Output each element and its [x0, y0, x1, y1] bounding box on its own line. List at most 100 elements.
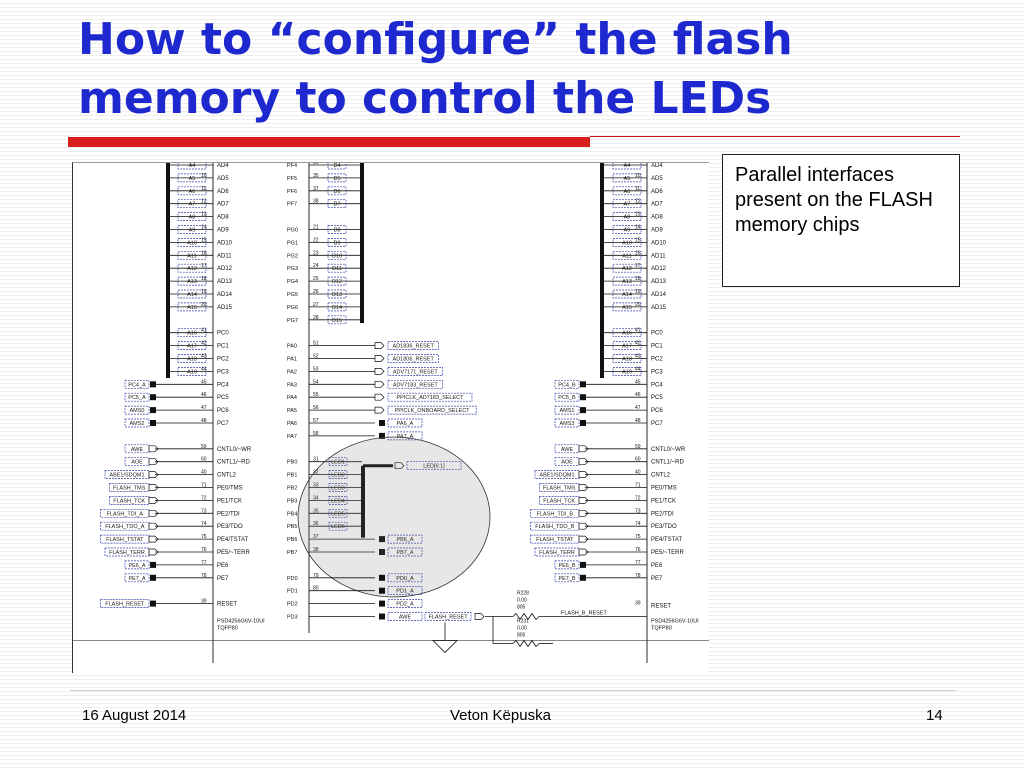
left-conn-arrow [148, 497, 159, 504]
mid-pin-name: PA4 [287, 395, 297, 401]
left-pin-num: 39 [201, 599, 207, 605]
mid-pin-name: PG3 [287, 266, 298, 272]
right-pin-name: AD7 [651, 202, 663, 208]
mid-pin-num: 23 [313, 250, 319, 256]
left-conn-square [150, 561, 156, 568]
left-pin-name: AD10 [217, 240, 233, 246]
left-pin-name: PE5/~TERR [217, 550, 251, 556]
mid-pin-num: 54 [313, 379, 319, 385]
left-net-A18: A18 [187, 357, 197, 363]
pa-net-AD1836_RESET-box [387, 341, 439, 350]
left-pin-num: 45 [201, 379, 207, 385]
pb-conn-square [379, 549, 385, 555]
left-net-FLASH_TERR: FLASH_TERR [109, 550, 145, 556]
left-conn-square [150, 407, 156, 414]
pd-net-PD0_A: PD0_A [396, 576, 414, 582]
right-pin-num: 20 [635, 302, 641, 308]
r228-value: 0.00 [517, 598, 527, 604]
right-pin-name: PE7 [651, 576, 663, 582]
pa-net-ADV7171_RESET-box [387, 367, 443, 376]
mid-net-D14-box [327, 302, 347, 312]
left-conn-arrow [148, 471, 159, 478]
right-pin-name: PE0/TMS [651, 486, 677, 492]
left-pin-num: 16 [201, 250, 207, 256]
left-pin-num: 46 [201, 392, 207, 398]
pd-net-PD1_A: PD1_A [396, 589, 414, 595]
right-net-AMS1: AMS1 [560, 408, 575, 414]
pb-net-LED4: LED4 [331, 498, 345, 504]
right-pin-num: 11 [635, 186, 640, 192]
pb-net-PB6_A: PB6_A [396, 537, 413, 543]
right-pin-num: 19 [635, 289, 641, 295]
left-pin-name: CNTL2 [217, 473, 237, 479]
left-conn-square [150, 574, 156, 581]
pa-net-PA7_A: PA7_A [397, 434, 414, 440]
left-pin-num: 11 [201, 186, 206, 192]
mid-pin-name: PG0 [287, 228, 298, 234]
right-net-FLASH_TSTAT: FLASH_TSTAT [536, 537, 574, 543]
left-pin-name: PE6 [217, 563, 229, 569]
left-pin-name: PE7 [217, 576, 229, 582]
right-net-A19: A19 [622, 369, 632, 375]
left-conn-arrow [148, 509, 159, 517]
right-net-PE6_B: PE6_B [558, 563, 575, 569]
left-net-ABE1/SDQM1: ABE1/SDQM1 [109, 473, 144, 479]
mid-net-D13-box [327, 289, 347, 299]
mid-pin-num: 57 [313, 418, 319, 424]
right-pin-num: 16 [635, 250, 641, 256]
mid-pin-name: PB7 [287, 550, 297, 556]
mid-net-D8: D8 [333, 228, 340, 234]
footer-author: Veton Këpuska [450, 707, 551, 724]
right-pin-num: 75 [635, 534, 641, 540]
mid-net-D5: D5 [333, 176, 340, 182]
left-net-A4: A4 [189, 163, 196, 169]
right-pin-name: PC6 [651, 408, 663, 414]
right-conn-arrow [578, 548, 589, 556]
pb-net-LED6-box [328, 521, 348, 531]
mid-net-D4: D4 [333, 163, 340, 169]
right-conn-square [580, 574, 586, 581]
mid-pin-num: 51 [313, 341, 319, 347]
pd-net-PD2_A: PD2_A [396, 602, 414, 608]
left-pin-name: AD11 [217, 253, 232, 259]
pb-net-LED5-box [328, 508, 348, 518]
right-net-AMS3-box [554, 418, 580, 428]
mid-net-D7: D7 [333, 202, 340, 208]
mid-pin-name: PB5 [287, 524, 297, 530]
mid-pin-name: PA6 [287, 421, 297, 427]
mid-pin-num: 21 [313, 225, 319, 231]
pb-net-LED3: LED3 [331, 486, 345, 492]
pa-conn-arrow [374, 342, 385, 349]
right-conn-square [580, 407, 586, 414]
led-bus-arrow [394, 462, 405, 470]
right-pin-name: PC2 [651, 357, 663, 363]
mid-pin-name: PG2 [287, 253, 298, 259]
mid-net-D10: D10 [332, 253, 342, 259]
left-net-PE7_A: PE7_A [128, 576, 145, 582]
left-pin-name: PC3 [217, 369, 229, 375]
mid-pin-name: PA1 [287, 357, 297, 363]
left-data-bus-bar [166, 163, 170, 378]
left-pin-num: 75 [201, 534, 207, 540]
mid-pin-num: 26 [313, 289, 319, 295]
pb-net-PB7_A-box [387, 547, 423, 557]
pa-conn-arrow [374, 380, 385, 388]
right-net-A8: A8 [624, 215, 631, 221]
right-net-AMS1-box [554, 405, 580, 415]
pb-net-LED2: LED2 [331, 473, 345, 479]
left-pin-name: PC4 [217, 382, 229, 388]
right-part-name: PSD4256G6V-10UI [651, 619, 699, 625]
right-conn-arrow [578, 535, 589, 543]
right-conn-square [580, 420, 586, 426]
right-pin-num: 17 [635, 263, 641, 269]
mid-net-D7-box [327, 199, 347, 209]
mid-net-D8-box [327, 225, 347, 234]
mid-pin-num: 37 [313, 186, 319, 192]
right-net-FLASH_TCK: FLASH_TCK [543, 498, 575, 504]
right-net-A13: A13 [622, 279, 632, 285]
right-net-A11: A11 [622, 253, 631, 259]
left-net-PC4_A: PC4_A [128, 382, 146, 388]
right-net-A12: A12 [622, 266, 632, 272]
right-pin-name: PC0 [651, 331, 663, 337]
right-net-PE7_B-box [554, 573, 580, 583]
